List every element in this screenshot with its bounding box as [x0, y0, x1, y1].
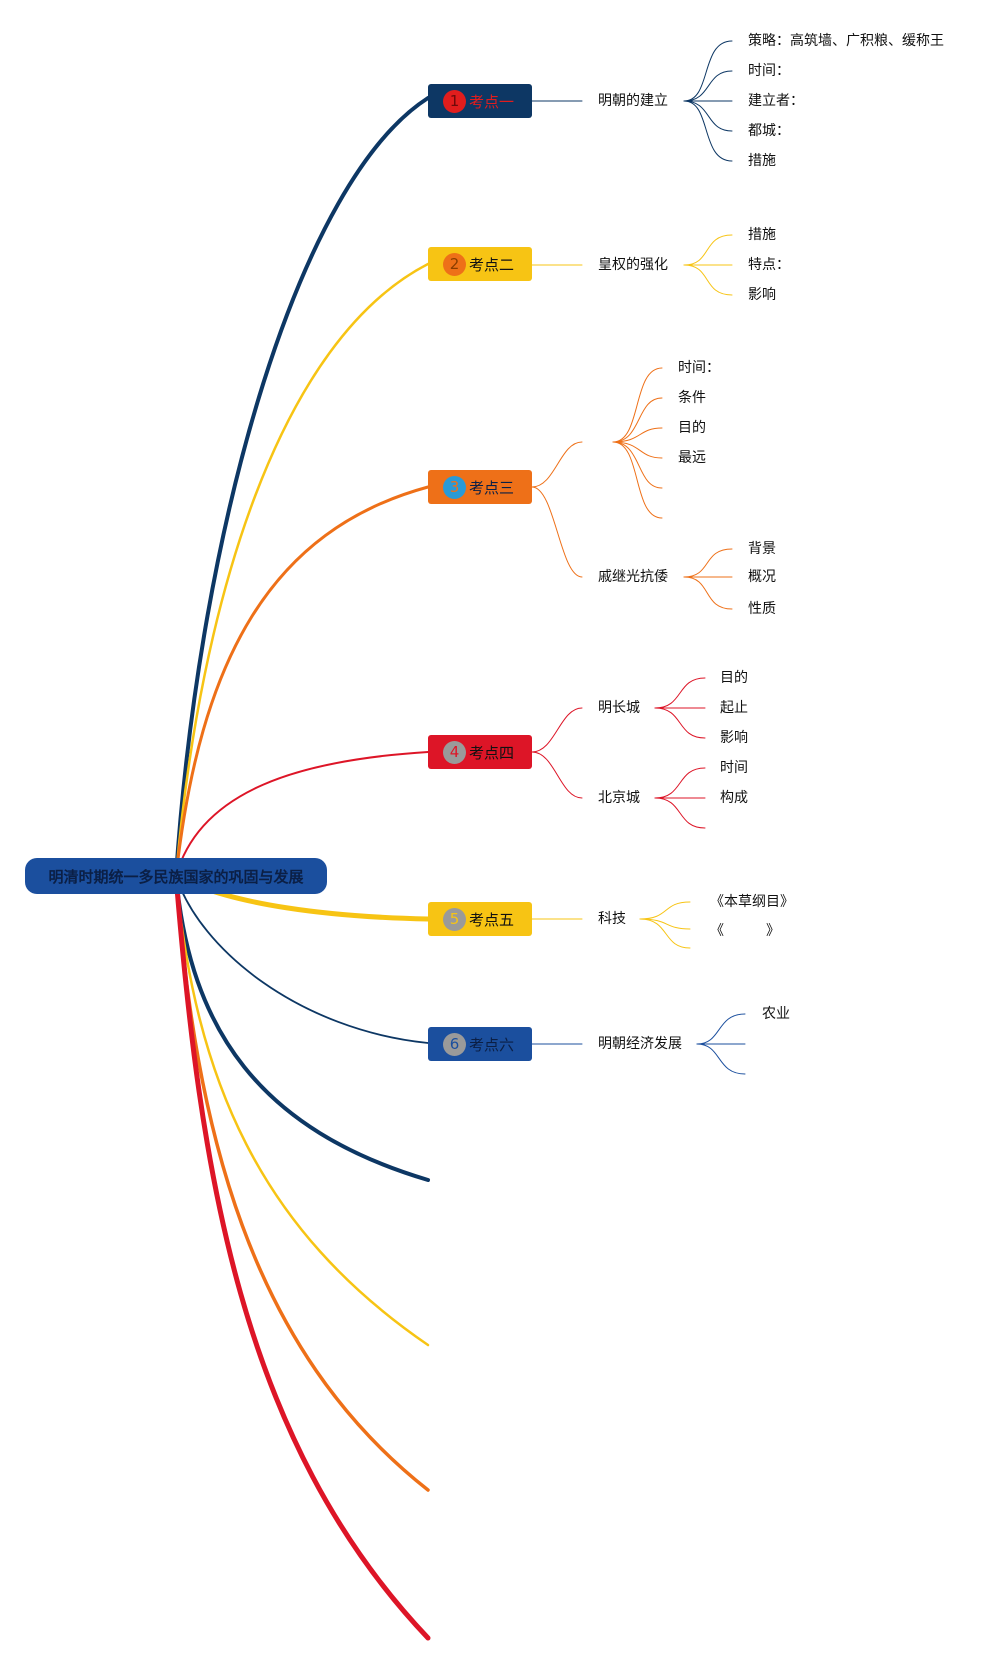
topic-1-leaf[interactable]: 建立者：: [748, 93, 804, 109]
topic-2-label: 考点二: [469, 255, 515, 274]
topic-2-node[interactable]: 2 考点二: [428, 247, 532, 281]
topic-3b-leaf[interactable]: 背景: [748, 541, 776, 557]
topic-1-node[interactable]: 1 考点一: [428, 84, 532, 118]
topic-5-node[interactable]: 5 考点五: [428, 902, 532, 936]
topic-3-label: 考点三: [469, 478, 515, 497]
root-node[interactable]: 明清时期统一多民族国家的巩固与发展: [25, 858, 327, 894]
topic-4b-leaf[interactable]: 构成: [720, 790, 748, 806]
empty-branch-7-connector: [174, 874, 430, 1182]
topic-4a-leaf[interactable]: 影响: [720, 730, 748, 746]
branch-4-connector: [175, 751, 429, 877]
empty-branch-10-connector: [173, 873, 431, 1641]
empty-branch-8-connector: [174, 874, 430, 1347]
topic-4b-leaf[interactable]: 时间: [720, 760, 748, 776]
topic-6-node[interactable]: 6 考点六: [428, 1027, 532, 1061]
subtopic-5-label[interactable]: 科技: [598, 911, 626, 927]
topic-3a-leaf[interactable]: 时间：: [678, 360, 720, 376]
topic-6-number-badge: 6: [443, 1032, 466, 1056]
topic-5-leaf[interactable]: 《本草纲目》: [710, 894, 794, 910]
topic-2-leaf[interactable]: 影响: [748, 287, 776, 303]
topic-3a-leaf[interactable]: 条件: [678, 390, 706, 406]
topic-5-leaf[interactable]: 《 》: [710, 923, 780, 939]
subtopic-4a-label[interactable]: 明长城: [598, 700, 640, 716]
topic-2-number-badge: 2: [443, 252, 466, 276]
topic-2-leaf[interactable]: 措施: [748, 227, 776, 243]
topic-4-node[interactable]: 4 考点四: [428, 735, 532, 769]
topic-4-number-badge: 4: [443, 740, 466, 764]
subtopic-3b-label[interactable]: 戚继光抗倭: [598, 569, 668, 585]
topic-1-number-badge: 1: [443, 89, 466, 113]
topic-1-leaf[interactable]: 时间：: [748, 63, 790, 79]
root-label: 明清时期统一多民族国家的巩固与发展: [48, 867, 304, 886]
topic-4a-leaf[interactable]: 起止: [720, 700, 748, 716]
topic-1-leaf[interactable]: 措施: [748, 153, 776, 169]
topic-4-label: 考点四: [469, 743, 515, 762]
topic-3b-leaf[interactable]: 概况: [748, 569, 776, 585]
subtopic-2-label[interactable]: 皇权的强化: [598, 257, 668, 273]
subtopic-4b-label[interactable]: 北京城: [598, 790, 640, 806]
topic-2-leaf[interactable]: 特点：: [748, 257, 790, 273]
topic-3a-leaf[interactable]: 最远: [678, 450, 706, 466]
subtopic-6-label[interactable]: 明朝经济发展: [598, 1036, 682, 1052]
topic-5-label: 考点五: [469, 910, 515, 929]
topic-1-leaf[interactable]: 策略：高筑墙、广积粮、缓称王: [748, 33, 944, 49]
branch-6-connector: [175, 875, 429, 1044]
branch-3-connector: [174, 485, 430, 878]
topic-3b-leaf[interactable]: 性质: [748, 601, 776, 617]
topic-1-label: 考点一: [469, 92, 515, 111]
topic-6-leaf[interactable]: 农业: [762, 1006, 790, 1022]
topic-1-leaf[interactable]: 都城：: [748, 123, 790, 139]
branch-2-connector: [174, 262, 430, 878]
topic-6-label: 考点六: [469, 1035, 515, 1054]
subtopic-1-label[interactable]: 明朝的建立: [598, 93, 668, 109]
topic-5-number-badge: 5: [443, 907, 466, 931]
topic-3a-leaf[interactable]: 目的: [678, 420, 706, 436]
topic-4a-leaf[interactable]: 目的: [720, 670, 748, 686]
topic-3-number-badge: 3: [443, 475, 466, 499]
branch-1-connector: [174, 96, 430, 878]
topic-3-node[interactable]: 3 考点三: [428, 470, 532, 504]
